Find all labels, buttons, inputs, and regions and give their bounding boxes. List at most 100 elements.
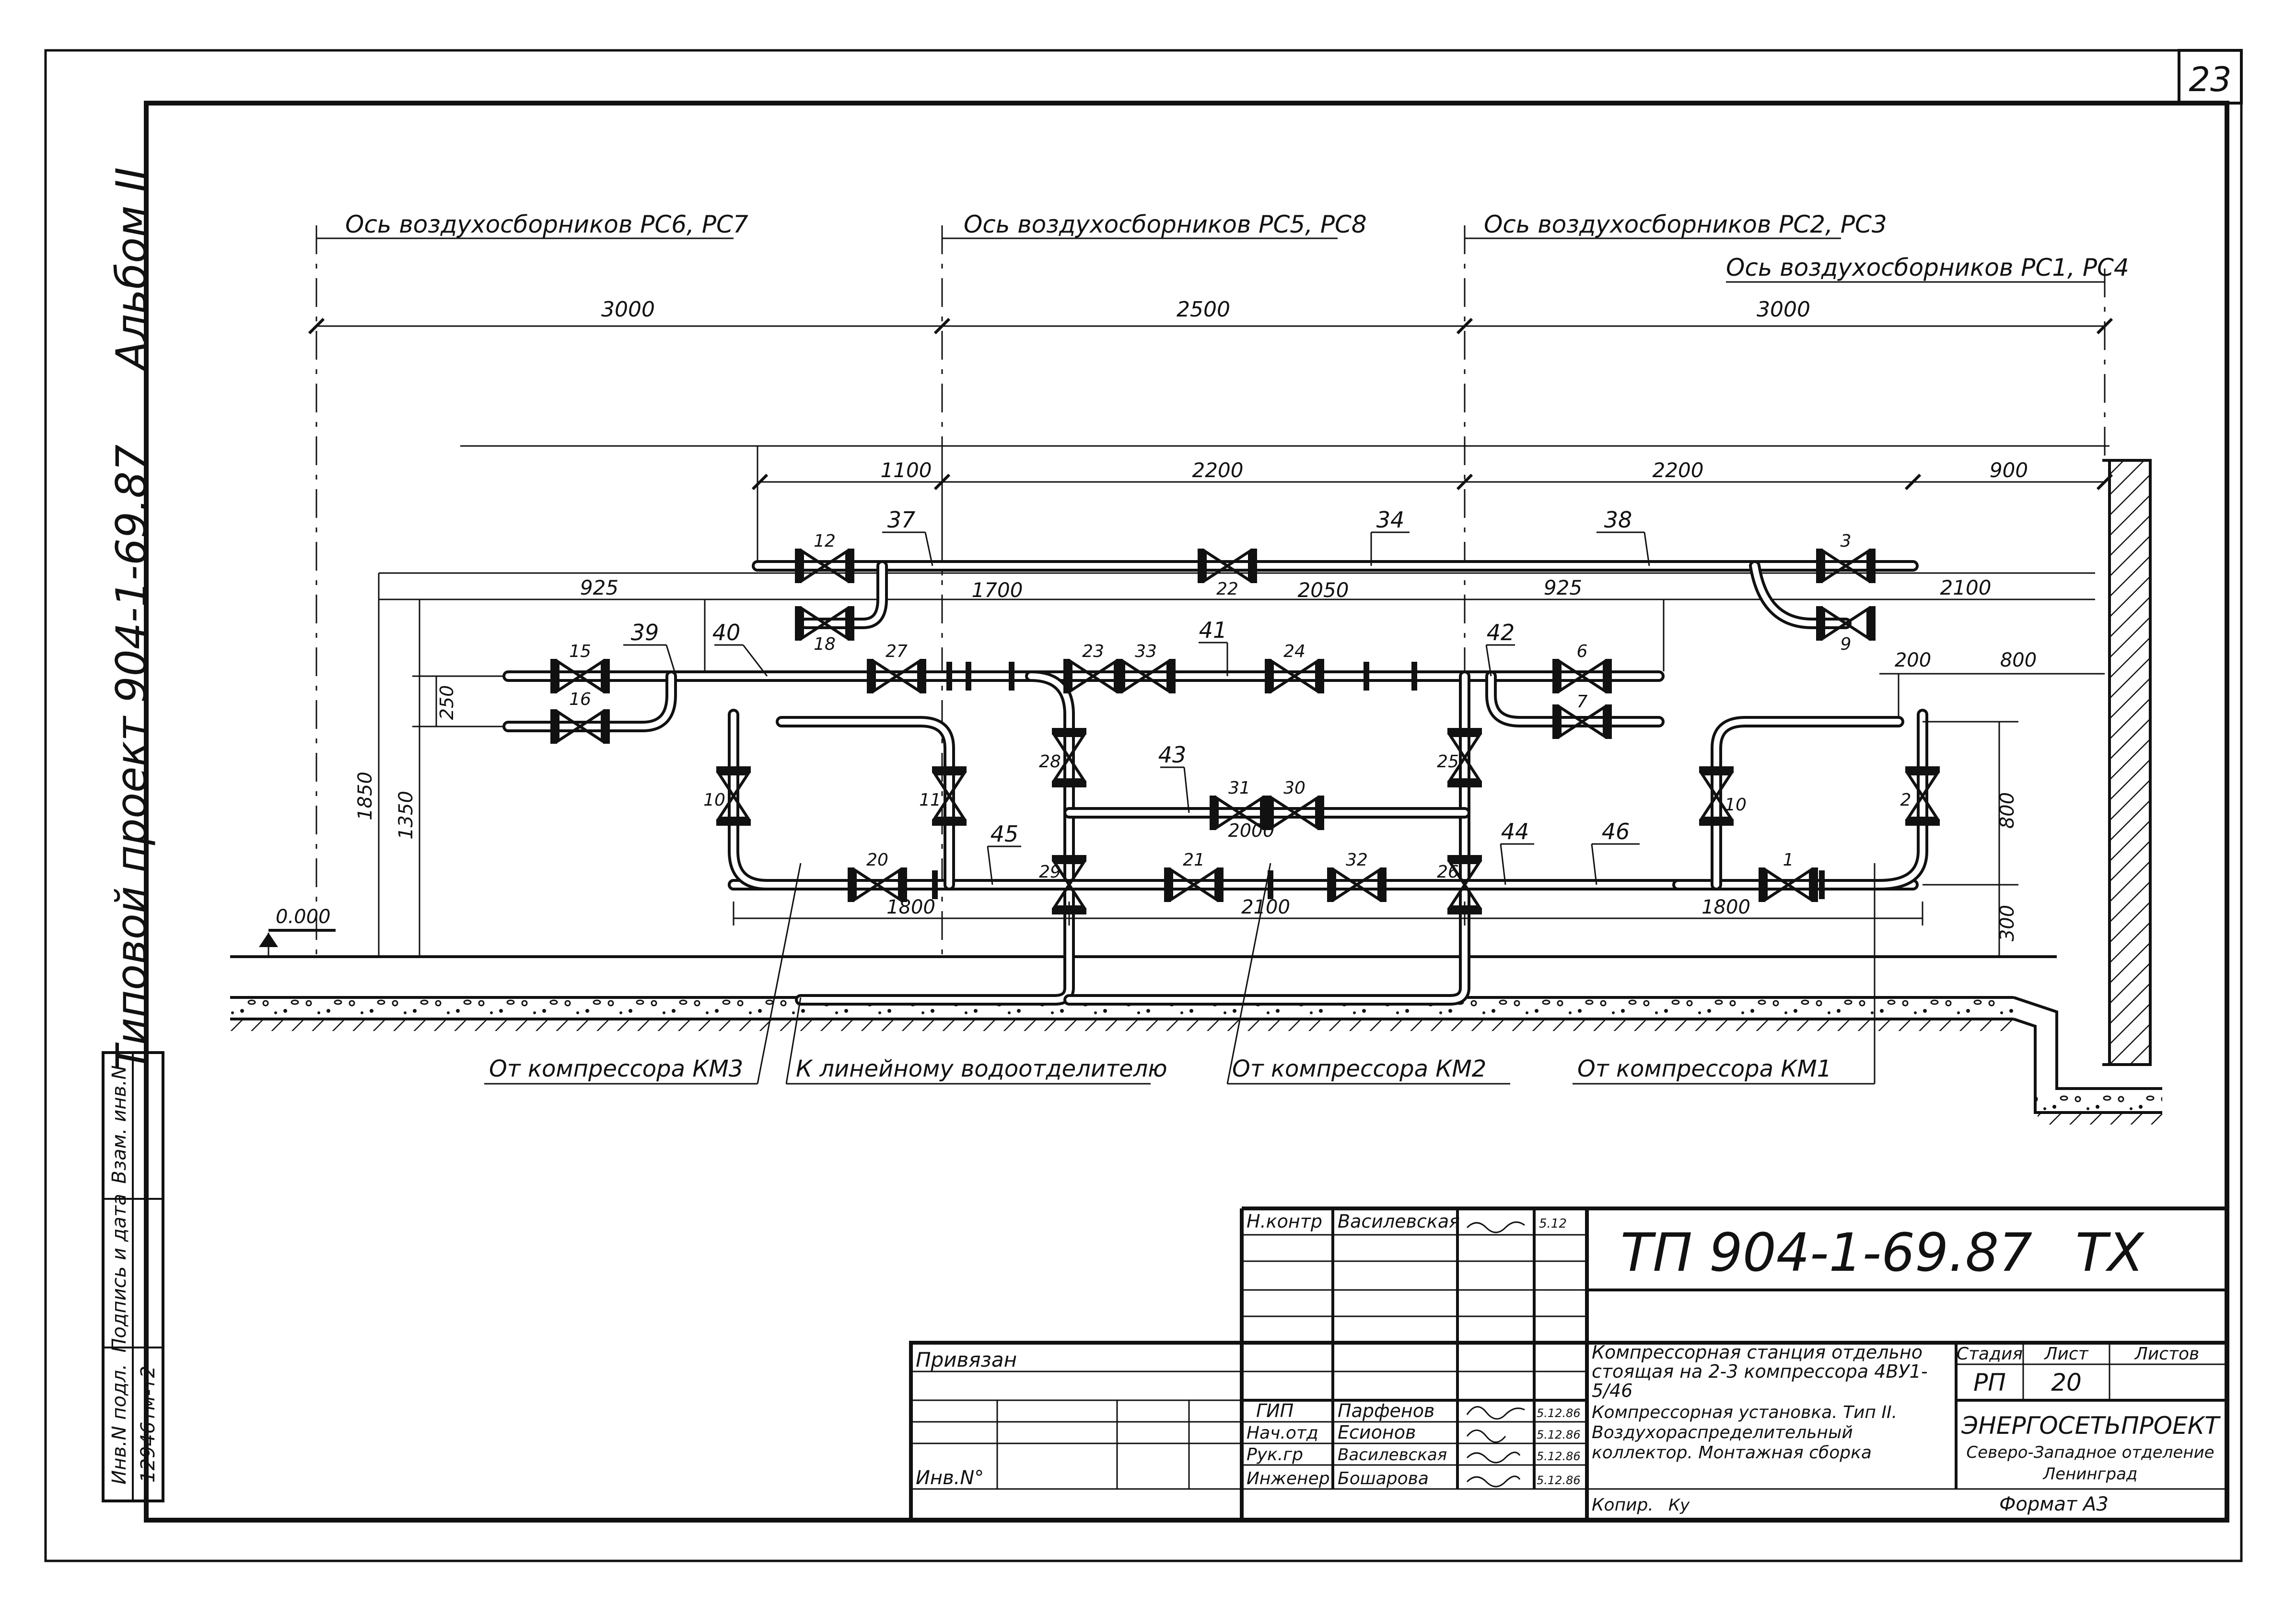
source-km1: От компрессора КМ1 xyxy=(1577,1055,1831,1082)
axis-label-pc1-pc4: Ось воздухосборников РС1, РС4 xyxy=(1726,254,2129,281)
dim-mid-2000: 2000 xyxy=(1228,820,1275,841)
valves xyxy=(550,549,1940,914)
axis-label-pc5-pc8: Ось воздухосборников РС5, РС8 xyxy=(964,211,1367,238)
sheet-format: Формат А3 xyxy=(1999,1493,2109,1515)
title-bound: Привязан xyxy=(916,1348,1017,1371)
org-city: Ленинград xyxy=(2042,1465,2138,1484)
dim-upper-4: 900 xyxy=(1990,458,2028,482)
dim-second-925-left: 925 xyxy=(580,576,618,599)
side-stamp-sign-date: Подпись и дата xyxy=(108,1194,130,1352)
source-km3: От компрессора КМ3 xyxy=(489,1055,743,1082)
project-vertical-label: Типовой проект 904-1-69.87 xyxy=(107,445,156,1071)
valve-label: 16 xyxy=(569,690,591,709)
title-description-1: Компрессорная станция отдельно стоящая н… xyxy=(1592,1343,1928,1400)
name-eng: Бошарова xyxy=(1338,1469,1429,1488)
page-number: 23 xyxy=(2189,60,2231,99)
valve-label: 33 xyxy=(1135,642,1157,661)
sheets-header: Листов xyxy=(2134,1344,2199,1364)
dim-upper-1: 1100 xyxy=(881,458,932,482)
callout-45: 45 xyxy=(991,821,1019,847)
dim-left-1850: 1850 xyxy=(354,772,376,820)
date-nach: 5.12.86 xyxy=(1537,1428,1581,1441)
date-ruk: 5.12.86 xyxy=(1537,1450,1581,1463)
name-nkontr: Василевская xyxy=(1338,1211,1460,1232)
callout-40: 40 xyxy=(712,620,741,645)
date-eng: 5.12.86 xyxy=(1537,1474,1581,1487)
valve-label: 10 xyxy=(703,790,725,810)
date-gip: 5.12.86 xyxy=(1537,1406,1581,1420)
dim-upper-3: 2200 xyxy=(1653,458,1704,482)
source-leaders xyxy=(484,863,1876,1085)
org-branch: Северо-Западное отделение xyxy=(1966,1443,2214,1462)
valve-label: 23 xyxy=(1082,642,1104,661)
dim-top-2: 2500 xyxy=(1177,297,1230,322)
org-name: ЭНЕРГОСЕТЬПРОЕКТ xyxy=(1961,1412,2221,1440)
valve-label: 18 xyxy=(814,634,836,654)
valve-label: 30 xyxy=(1283,778,1305,798)
dim-bottom-2100: 2100 xyxy=(1241,896,1290,918)
callout-41: 41 xyxy=(1199,617,1227,643)
valve-label: 26 xyxy=(1437,862,1459,882)
name-gip: Парфенов xyxy=(1338,1400,1434,1421)
sheet-value: 20 xyxy=(2051,1369,2082,1396)
floor-slab xyxy=(230,955,2162,1114)
title-block xyxy=(909,1207,2229,1522)
valve-label: 3 xyxy=(1841,531,1852,551)
dimension-top xyxy=(308,317,2113,335)
role-gip: ГИП xyxy=(1256,1400,1294,1421)
callout-46: 46 xyxy=(1602,819,1630,844)
sheet-header: Лист xyxy=(2043,1344,2088,1364)
title-description-2: Компрессорная установка. Тип II. Воздухо… xyxy=(1592,1403,1898,1463)
ground-hatch xyxy=(230,1019,2162,1125)
valve-label: 1 xyxy=(1783,850,1794,870)
callout-37: 37 xyxy=(887,507,916,533)
valve-label: 29 xyxy=(1039,862,1061,882)
valve-label: 7 xyxy=(1577,692,1588,712)
side-stamp-inv: Инв.N подл. xyxy=(108,1364,130,1485)
valve-labels: 1 2 18 22 3 9 15 16 27 23 33 24 6 7 10 11… xyxy=(569,531,1911,882)
dim-top-1: 3000 xyxy=(601,297,655,322)
stage-value: РП xyxy=(1973,1369,2006,1396)
valve-label: 6 xyxy=(1577,642,1588,661)
valve-label: 9 xyxy=(1841,634,1852,654)
valve-label: 22 xyxy=(1216,579,1238,599)
album-label: Альбом II xyxy=(107,167,156,373)
name-ruk: Василевская xyxy=(1338,1445,1447,1465)
level-0000: 0.000 xyxy=(276,906,331,928)
title-description-2-wrap: Компрессорная установка. Тип II. Воздухо… xyxy=(1592,1403,1898,1463)
stage-header: Стадия xyxy=(1957,1344,2023,1364)
dim-second-1700: 1700 xyxy=(972,578,1023,602)
building-wall xyxy=(2102,459,2152,1066)
valve-label: 2 xyxy=(1900,790,1911,810)
callout-44: 44 xyxy=(1501,819,1529,844)
dim-second-925-right: 925 xyxy=(1544,576,1582,599)
valve-label: 21 xyxy=(1183,850,1205,870)
name-nach: Есионов xyxy=(1338,1422,1416,1443)
callout-leaders xyxy=(623,531,1650,885)
valve-label: 15 xyxy=(569,642,591,661)
dimension-right xyxy=(1879,673,2105,719)
dim-second-2050: 2050 xyxy=(1298,578,1349,602)
dim-right-200: 200 xyxy=(1895,649,1931,671)
title-mark: ТХ xyxy=(2075,1222,2145,1283)
valve-label: 10 xyxy=(1725,795,1747,815)
date-nkontr: 5.12 xyxy=(1539,1217,1567,1231)
source-water-separator: К линейному водоотделителю xyxy=(796,1055,1167,1082)
axis-label-pc6-pc7: Ось воздухосборников РС6, РС7 xyxy=(345,211,748,238)
dim-left-250: 250 xyxy=(436,685,457,720)
valve-label: 11 xyxy=(919,790,941,810)
dim-right-800: 800 xyxy=(2000,649,2037,671)
callout-38: 38 xyxy=(1604,507,1632,533)
copier-sign: Ку xyxy=(1668,1496,1690,1515)
valve-label: 24 xyxy=(1283,642,1305,661)
valve-label: 27 xyxy=(886,642,908,661)
title-inv-no: Инв.N° xyxy=(916,1467,984,1489)
role-nach: Нач.отд xyxy=(1247,1423,1318,1443)
dim-top-3: 3000 xyxy=(1757,297,1810,322)
dim-second-2100: 2100 xyxy=(1940,576,1992,599)
role-nkontr: Н.контр xyxy=(1247,1211,1322,1232)
source-km2: От компрессора КМ2 xyxy=(1232,1055,1486,1082)
title-code: ТП 904-1-69.87 xyxy=(1620,1222,2032,1283)
valve-label: 25 xyxy=(1437,752,1459,772)
